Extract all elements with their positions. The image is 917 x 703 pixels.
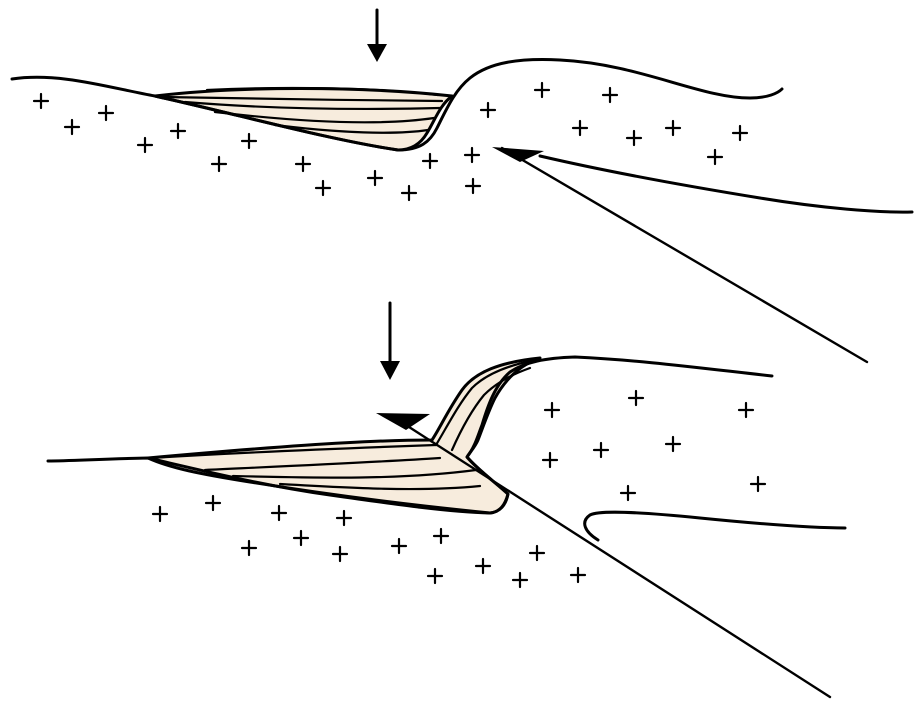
upper-panel (12, 10, 912, 362)
basement-cross (316, 181, 330, 195)
lower-panel (48, 303, 845, 697)
lower-thrust-fault (395, 418, 830, 697)
basement-cross (434, 529, 448, 543)
basement-cross (423, 154, 437, 168)
basement-cross (513, 573, 527, 587)
basement-cross (535, 83, 549, 97)
upper-down-arrow (367, 10, 387, 62)
basement-cross (333, 547, 347, 561)
basement-cross (543, 453, 557, 467)
basement-cross (242, 541, 256, 555)
basement-cross (603, 88, 617, 102)
basement-cross (294, 531, 308, 545)
basement-cross (296, 157, 310, 171)
basement-cross (627, 131, 641, 145)
basement-cross (530, 546, 544, 560)
basement-cross (368, 171, 382, 185)
basement-cross (99, 106, 113, 120)
basement-cross (34, 94, 48, 108)
basement-cross (481, 103, 495, 117)
lower-down-arrow (380, 303, 400, 380)
basement-cross (212, 157, 226, 171)
basement-cross (65, 120, 79, 134)
upper-thrust-fault (502, 148, 867, 362)
basement-cross (621, 486, 635, 500)
basement-cross (466, 179, 480, 193)
basement-cross (272, 506, 286, 520)
basement-cross (629, 391, 643, 405)
basement-cross (666, 121, 680, 135)
basement-cross (476, 559, 490, 573)
basement-cross (571, 568, 585, 582)
lower-fault-half-arrow (376, 413, 430, 430)
basement-cross (545, 403, 559, 417)
basement-cross (739, 403, 753, 417)
basement-cross (428, 569, 442, 583)
basement-cross (708, 150, 722, 164)
basement-cross (337, 511, 351, 525)
basement-cross (733, 126, 747, 140)
basement-cross (206, 496, 220, 510)
upper-fault-half-arrow (492, 147, 544, 162)
basement-cross (751, 477, 765, 491)
lower-slab-surface (585, 512, 845, 540)
basement-cross (402, 186, 416, 200)
basement-cross (138, 138, 152, 152)
basement-cross (392, 539, 406, 553)
basement-cross (573, 121, 587, 135)
basement-cross (666, 437, 680, 451)
basement-cross (153, 507, 167, 521)
basement-cross (465, 148, 479, 162)
basement-cross (242, 134, 256, 148)
basement-cross (171, 124, 185, 138)
basement-cross (594, 443, 608, 457)
